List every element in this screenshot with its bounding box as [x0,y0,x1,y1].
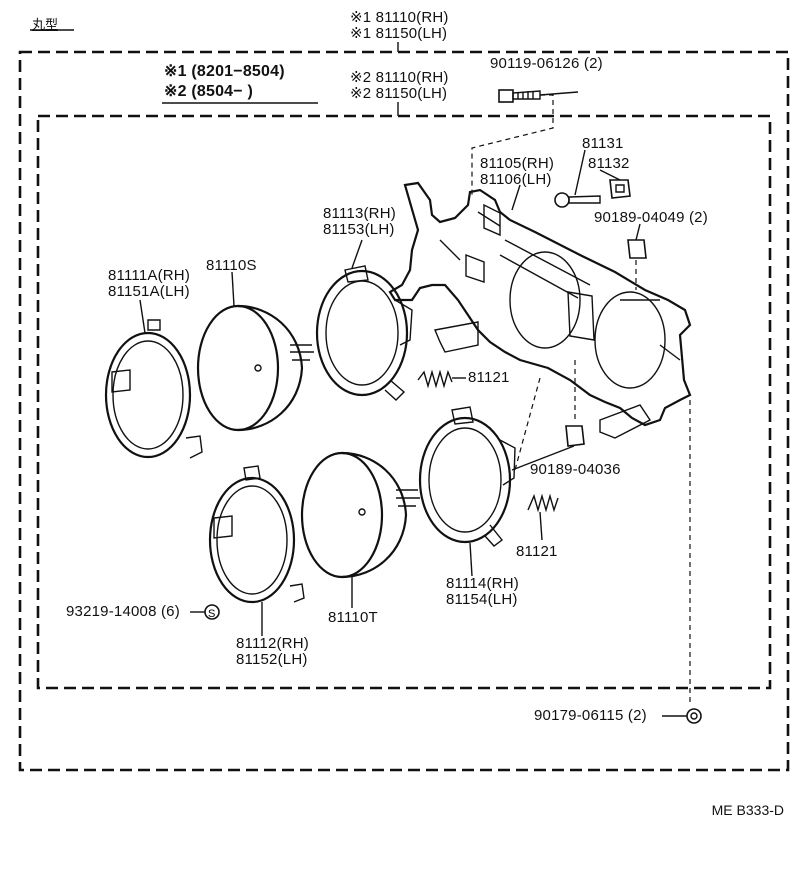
label-81121-upper: 81121 [468,369,510,386]
clip-90189-04036 [565,425,585,447]
nut-90179 [686,708,702,724]
inner-frame [36,114,772,690]
legend-1: ※1 (8201−8504) [164,63,285,80]
bolt-90119 [498,89,541,103]
label-90179: 90179-06115 (2) [534,707,647,724]
label-90189-a: 90189-04049 (2) [594,209,708,226]
label-90189-b: 90189-04036 [530,461,621,478]
drawing-code: ME B333-D [711,802,784,818]
label-81154: 81154(LH) [446,591,518,608]
label-b2: ※2 81150(LH) [350,85,448,102]
rim-81111a [104,319,203,459]
label-81131: 81131 [582,135,624,152]
screw-93219: S [204,604,220,620]
legend-2: ※2 (8504− ) [164,83,253,100]
label-a2: ※1 81150(LH) [350,25,448,42]
label-93219: 93219-14008 (6) [66,603,180,620]
label-81151a: 81151A(LH) [108,283,190,300]
rim-81112 [208,465,305,604]
label-81121-lower: 81121 [516,543,558,560]
label-b1: ※2 81110(RH) [350,69,449,86]
label-90119: 90119-06126 (2) [490,55,603,72]
ring-81114 [418,406,516,547]
label-81110s: 81110S [206,257,257,274]
label-81112: 81112(RH) [236,635,309,652]
nut-81132 [609,179,631,199]
screw-81131 [554,192,601,208]
housing-81105 [388,181,692,439]
lamp-81110s [196,304,314,432]
label-81114: 81114(RH) [446,575,519,592]
label-81152: 81152(LH) [236,651,308,668]
label-81110t: 81110T [328,609,378,626]
label-81132: 81132 [588,155,630,172]
label-81113: 81113(RH) [323,205,396,222]
header-title: 丸型 [32,17,59,32]
spring-81121-upper [417,369,453,389]
spring-81121-lower [527,493,559,513]
label-81111a: 81111A(RH) [108,267,191,284]
clip-90189-04049 [627,239,647,259]
label-a1: ※1 81110(RH) [350,9,449,26]
ring-81113 [315,265,413,401]
label-81105: 81105(RH) [480,155,555,172]
lamp-81110t [300,451,420,579]
svg-text:S: S [208,608,215,620]
label-81153: 81153(LH) [323,221,395,238]
outer-frame [18,50,790,772]
label-81106: 81106(LH) [480,171,552,188]
